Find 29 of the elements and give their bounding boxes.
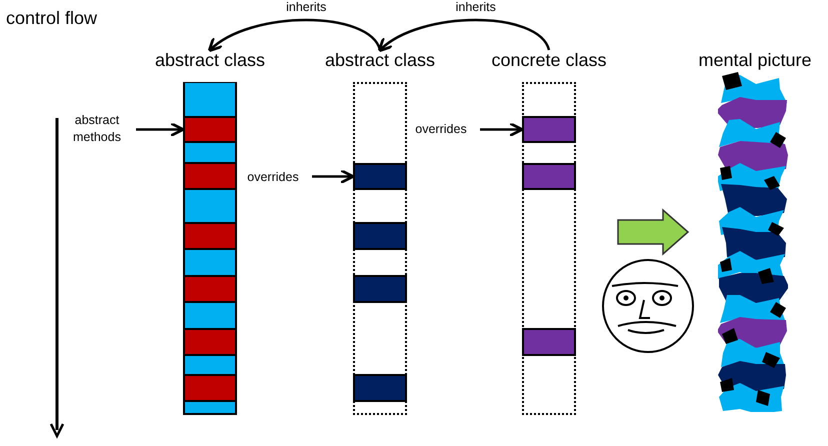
method-block (353, 275, 407, 303)
column-heading: abstract class (324, 50, 436, 71)
edge-label: inherits (284, 0, 328, 14)
method-block (183, 374, 237, 402)
arrow (208, 18, 382, 52)
arrow (312, 168, 355, 184)
arrow (480, 122, 524, 138)
picture-heading: mental picture (697, 50, 813, 71)
axis-title: control flow (6, 8, 98, 29)
annotation-text: overrides (406, 121, 476, 139)
method-block (183, 275, 237, 303)
edge-label: inherits (454, 0, 498, 14)
block-arrow (617, 208, 690, 256)
arrow (378, 18, 550, 52)
method-block (183, 222, 237, 250)
method-block (353, 222, 407, 250)
column-heading: abstract class (154, 50, 266, 71)
method-block (183, 328, 237, 356)
method-block (522, 328, 576, 356)
method-block (522, 116, 576, 143)
column-heading: concrete class (490, 50, 608, 71)
method-block (522, 163, 576, 190)
annotation-text: overrides (238, 169, 308, 187)
annotation-text: abstract methods (62, 112, 132, 148)
method-block (353, 374, 407, 402)
arrow (136, 122, 185, 138)
method-block (183, 162, 237, 190)
method-block (183, 116, 237, 143)
method-block (353, 163, 407, 190)
